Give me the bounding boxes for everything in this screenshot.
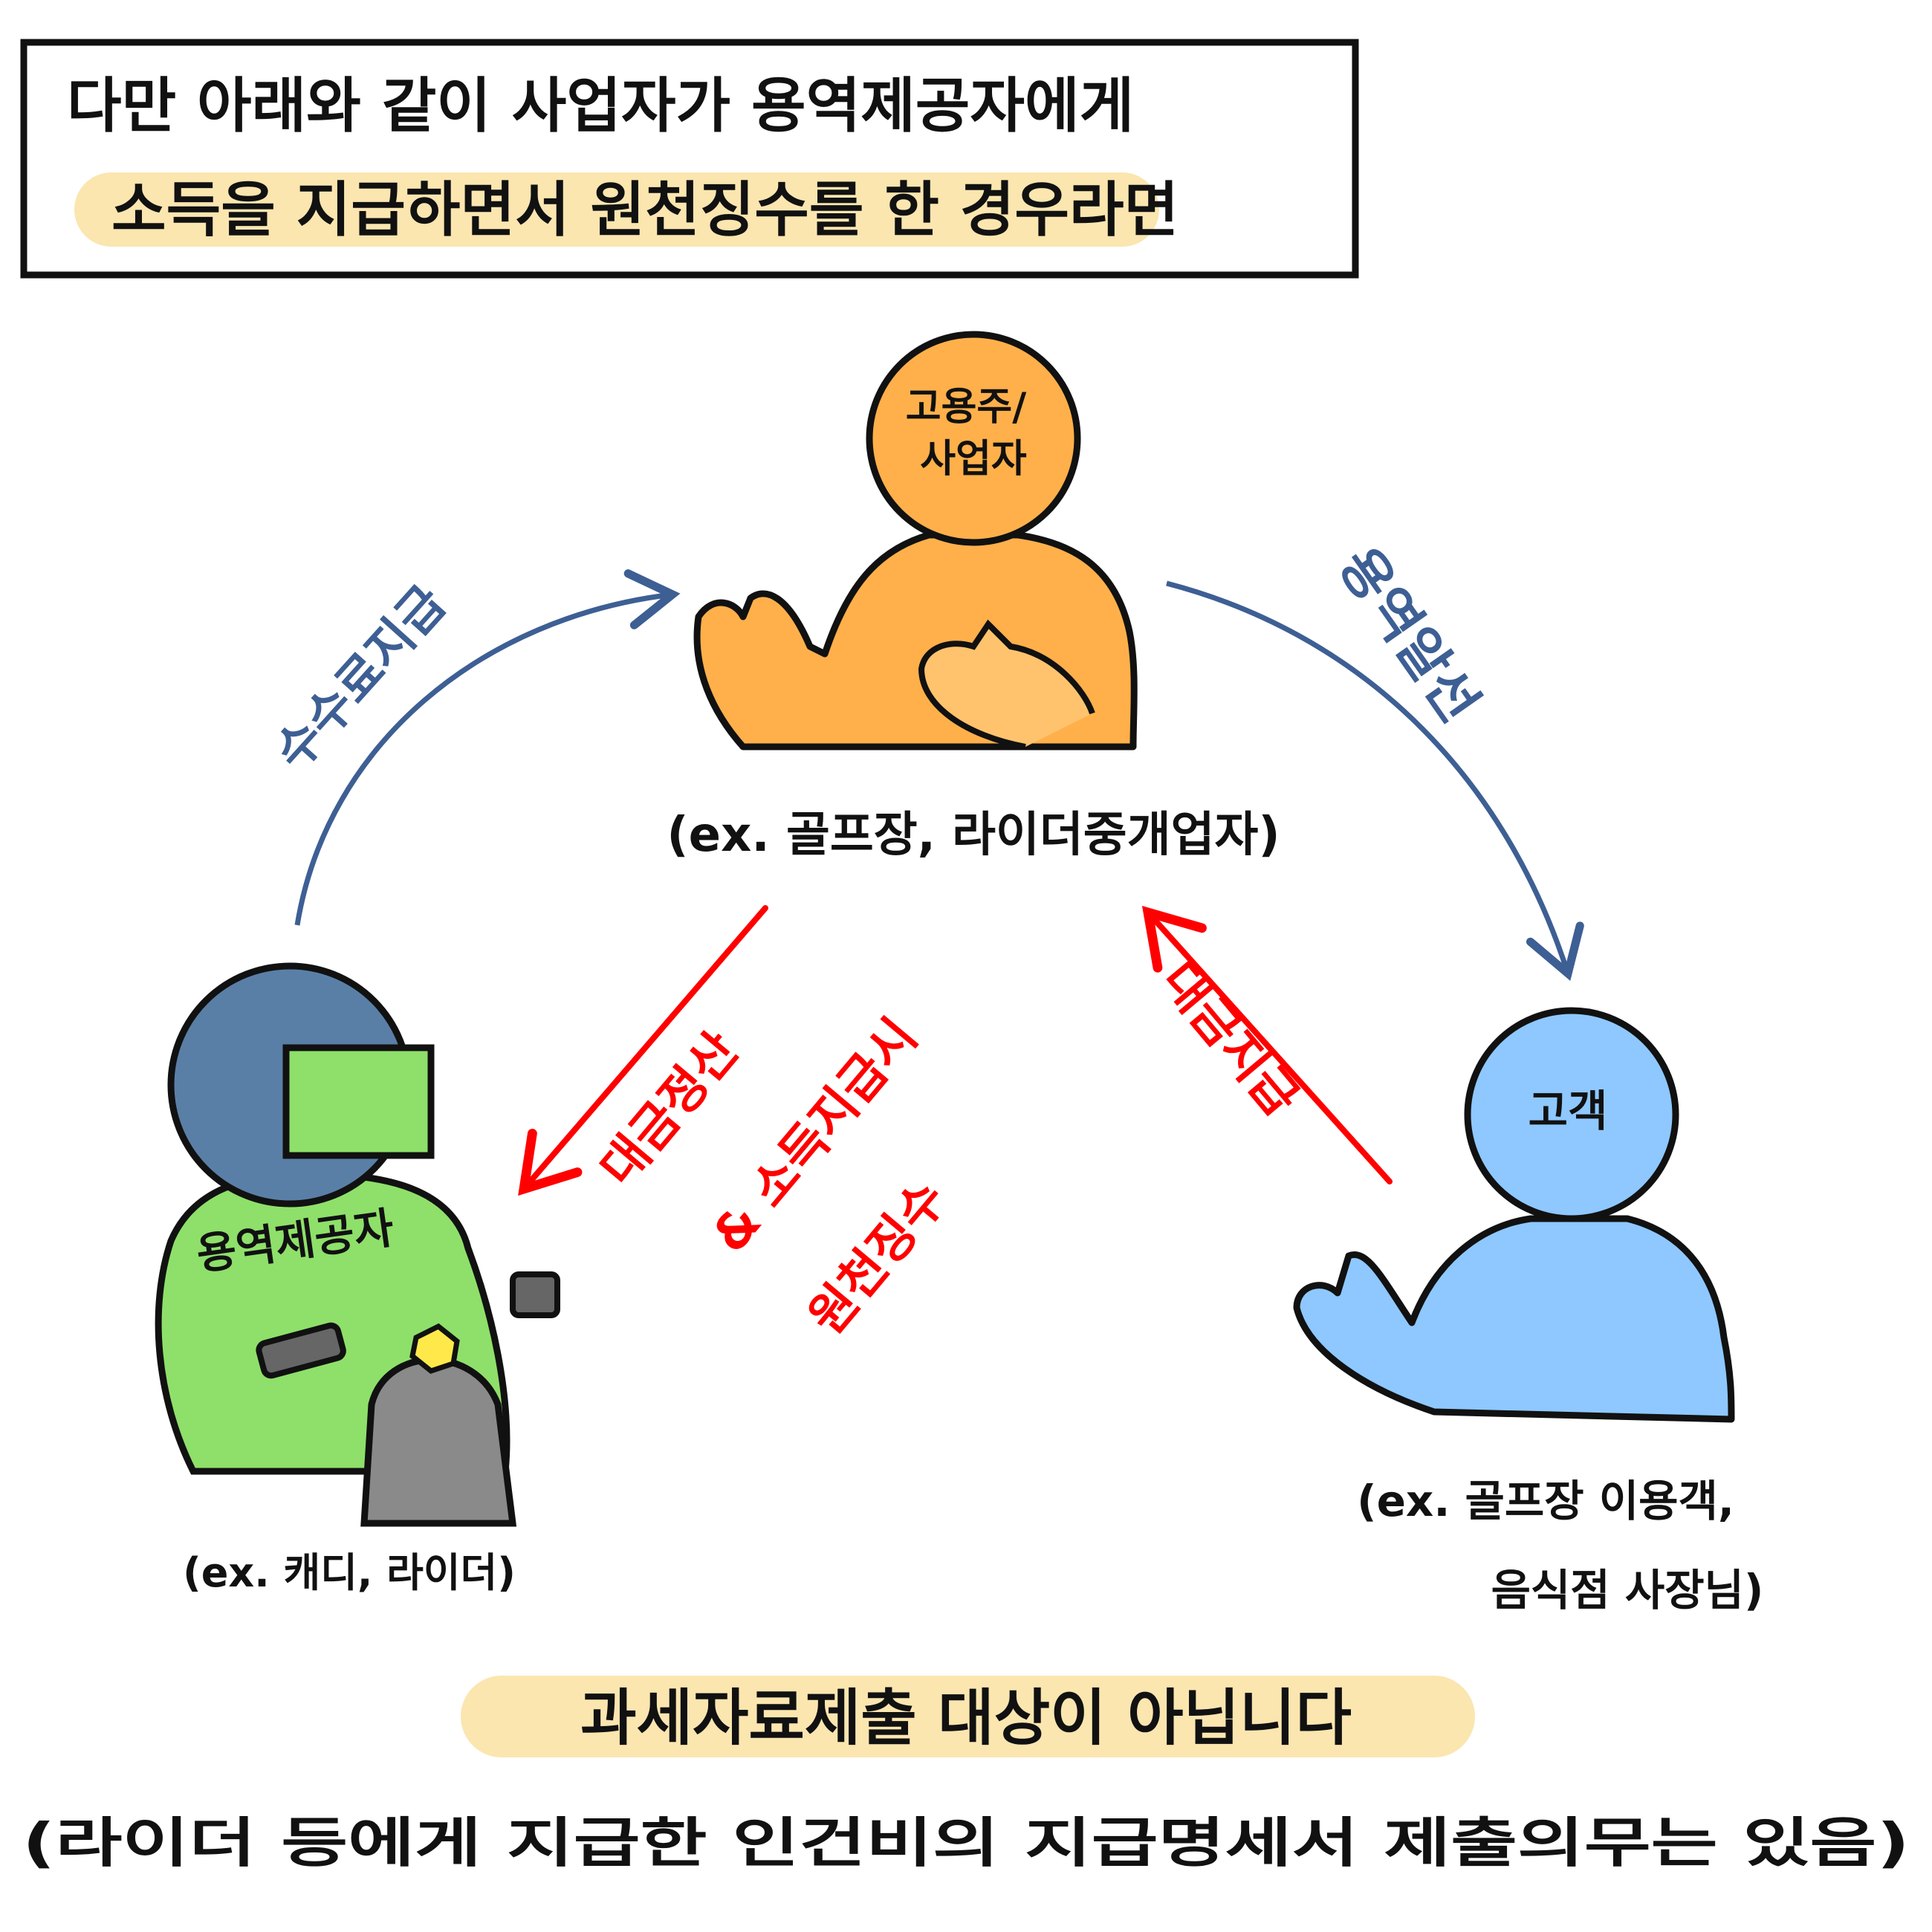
employer-label-1: 고용주/	[906, 385, 1027, 429]
fee-payment-label: 수수료지급	[264, 575, 457, 781]
customer-caption-2: 음식점 사장님)	[1491, 1565, 1764, 1615]
customer-figure: 고객	[1293, 1007, 1735, 1423]
handlebar-left-icon	[256, 1322, 346, 1379]
service-brokerage-arrow	[1166, 580, 1584, 982]
customer-head	[1464, 1007, 1679, 1222]
provider-caption: (ex. 캐디, 라이더)	[183, 1549, 516, 1596]
fee-payment-arrow	[294, 569, 681, 926]
employer-label-2: 사업자	[920, 437, 1027, 482]
employer-caption: (ex. 골프장, 라이더중개업자)	[667, 808, 1280, 863]
customer-caption-1: (ex. 골프장 이용객,	[1357, 1476, 1734, 1526]
conclusion-text: 과세자료제출 대상이 아닙니다	[580, 1683, 1352, 1754]
header-line2: 소득을 지급하면서 원천징수를 한 경우라면	[111, 175, 1179, 244]
customer-body	[1293, 1215, 1735, 1423]
handlebar-right-icon	[510, 1271, 560, 1318]
header-box: 다만 아래와 같이 사업자가 용역제공자에게 소득을 지급하면서 원천징수를 한…	[20, 39, 1359, 279]
scooter-light-icon	[409, 1323, 460, 1374]
scooter-body-icon	[360, 1356, 517, 1527]
footer-note: (라이더 등에게 지급한 인건비의 지급명세서 제출의무는 있음)	[22, 1812, 1910, 1874]
customer-label: 고객	[1529, 1086, 1608, 1136]
payment-arrow	[1141, 906, 1393, 1184]
header-line1: 다만 아래와 같이 사업자가 용역제공자에게	[67, 71, 1134, 140]
withholding-label-2: 원천징수	[797, 1170, 957, 1346]
header-highlight	[74, 172, 1159, 247]
settlement-label: 대금정산	[589, 1022, 749, 1197]
payment-label: 대금지급	[1150, 952, 1310, 1127]
employer-head	[866, 331, 1081, 546]
settlement-arrow	[518, 905, 768, 1196]
provider-figure: 용역제공자	[155, 962, 560, 1527]
employer-arm	[918, 619, 1095, 750]
employer-figure: 고용주/ 사업자	[693, 331, 1138, 751]
service-brokerage-label: 용역알선	[1327, 537, 1491, 733]
conclusion-highlight	[461, 1676, 1475, 1757]
provider-face	[282, 1044, 435, 1159]
